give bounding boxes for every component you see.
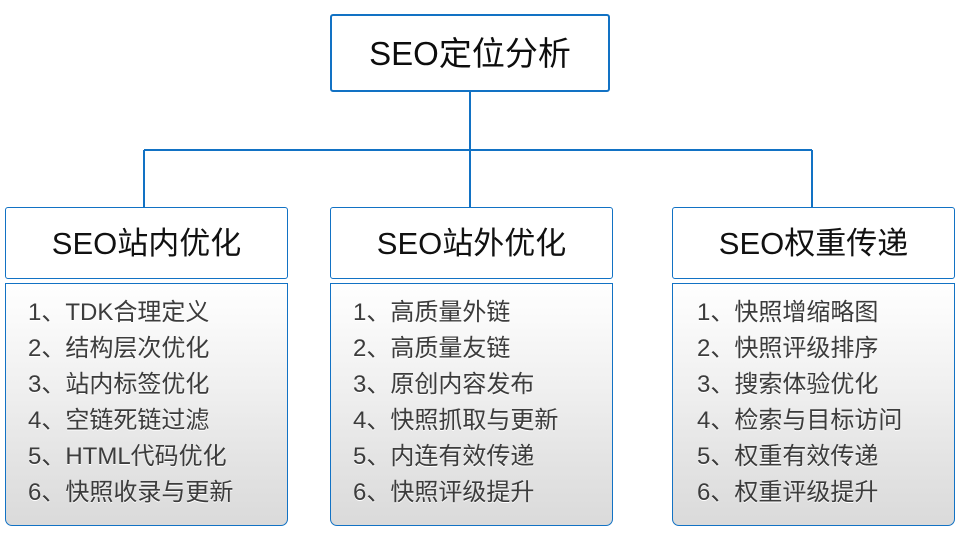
list-item: 1、TDK合理定义 <box>28 299 210 326</box>
branch-header-label: SEO站内优化 <box>51 225 242 261</box>
list-item: 1、快照增缩略图 <box>697 299 879 326</box>
list-item: 1、高质量外链 <box>353 299 511 326</box>
list-item: 5、内连有效传递 <box>353 443 535 470</box>
branch-header-label: SEO站外优化 <box>376 225 567 261</box>
branch-header-weight-transfer[interactable]: SEO权重传递 <box>672 207 955 279</box>
branch-column-weight-transfer: SEO权重传递 1、快照增缩略图 2、快照评级排序 3、搜索体验优化 4、检索与… <box>672 207 955 526</box>
list-item: 5、HTML代码优化 <box>28 443 227 470</box>
list-item: 2、结构层次优化 <box>28 335 210 362</box>
list-item: 3、站内标签优化 <box>28 371 210 398</box>
branch-list-on-site: 1、TDK合理定义 2、结构层次优化 3、站内标签优化 4、空链死链过滤 5、H… <box>5 283 288 526</box>
list-item: 5、权重有效传递 <box>697 443 879 470</box>
list-item: 3、搜索体验优化 <box>697 371 879 398</box>
list-item: 6、快照评级提升 <box>353 479 535 506</box>
branch-header-label: SEO权重传递 <box>718 225 909 261</box>
branch-list-off-site: 1、高质量外链 2、高质量友链 3、原创内容发布 4、快照抓取与更新 5、内连有… <box>330 283 613 526</box>
branch-list-weight-transfer: 1、快照增缩略图 2、快照评级排序 3、搜索体验优化 4、检索与目标访问 5、权… <box>672 283 955 526</box>
branch-column-on-site: SEO站内优化 1、TDK合理定义 2、结构层次优化 3、站内标签优化 4、空链… <box>5 207 288 526</box>
root-node-label: SEO定位分析 <box>369 34 571 72</box>
list-item: 4、空链死链过滤 <box>28 407 210 434</box>
list-item: 6、权重评级提升 <box>697 479 879 506</box>
branch-header-off-site[interactable]: SEO站外优化 <box>330 207 613 279</box>
list-item: 2、快照评级排序 <box>697 335 879 362</box>
branch-column-off-site: SEO站外优化 1、高质量外链 2、高质量友链 3、原创内容发布 4、快照抓取与… <box>330 207 613 526</box>
list-item: 6、快照收录与更新 <box>28 479 234 506</box>
list-item: 4、快照抓取与更新 <box>353 407 559 434</box>
list-item: 3、原创内容发布 <box>353 371 535 398</box>
branch-header-on-site[interactable]: SEO站内优化 <box>5 207 288 279</box>
list-item: 4、检索与目标访问 <box>697 407 903 434</box>
root-node[interactable]: SEO定位分析 <box>330 14 610 92</box>
list-item: 2、高质量友链 <box>353 335 511 362</box>
